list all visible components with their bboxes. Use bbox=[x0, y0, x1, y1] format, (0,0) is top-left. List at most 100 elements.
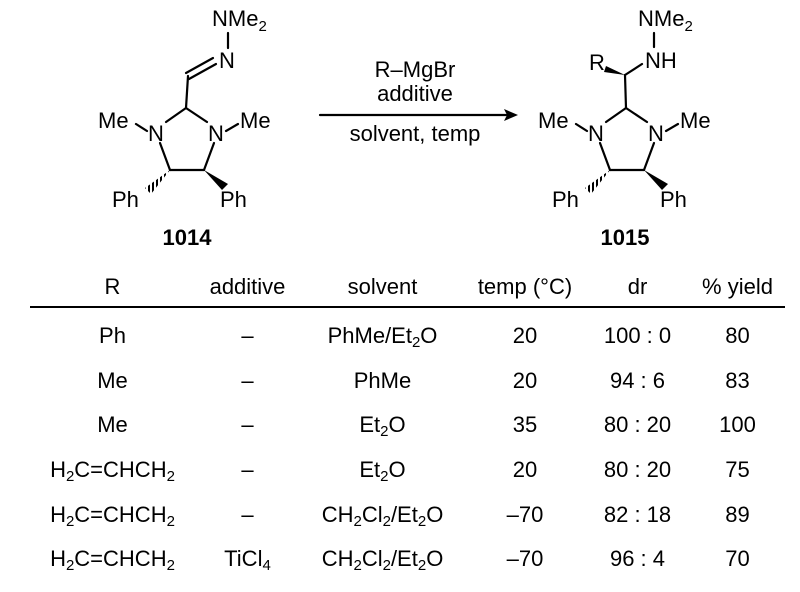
cell-r: H2C=CHCH2 bbox=[50, 457, 175, 486]
table-row: Me – Et2O 35 80 : 20 100 bbox=[30, 403, 785, 448]
bond-n3-c4 bbox=[202, 141, 216, 172]
cell-r: Me bbox=[97, 367, 128, 393]
label-nh-product: NH bbox=[645, 48, 677, 73]
arrow-head-icon bbox=[504, 109, 518, 121]
table-row: H2C=CHCH2 – CH2Cl2/Et2O –70 82 : 18 89 bbox=[30, 492, 785, 537]
cell-additive: – bbox=[241, 501, 254, 527]
hash-bond-ph-left bbox=[145, 170, 170, 194]
table-row: H2C=CHCH2 – Et2O 20 80 : 20 75 bbox=[30, 448, 785, 493]
label-ph-left-product: Ph bbox=[552, 187, 579, 212]
cell-temp: –70 bbox=[506, 501, 544, 527]
cell-solvent: Et2O bbox=[359, 412, 406, 441]
cell-solvent: CH2Cl2/Et2O bbox=[321, 546, 444, 575]
bond-c2-n1-product bbox=[604, 106, 628, 124]
cell-dr: 100 : 0 bbox=[603, 323, 672, 349]
reagent-line-2: additive bbox=[377, 81, 453, 106]
bond-c2-n1 bbox=[164, 106, 188, 124]
cell-solvent: PhMe bbox=[353, 367, 412, 393]
header-yield: % yield bbox=[702, 274, 773, 299]
starting-material-structure: NMe2 N N N Me Me Ph Ph 1014 bbox=[98, 6, 271, 250]
cell-temp: 35 bbox=[512, 412, 538, 438]
header-r: R bbox=[104, 274, 121, 299]
bond-n1-c5-product bbox=[598, 141, 612, 172]
bond-n3-c4-product bbox=[642, 141, 656, 172]
wedge-bond-ph-right-product bbox=[644, 170, 668, 190]
label-ph-right-product: Ph bbox=[660, 187, 687, 212]
bond-n3-me bbox=[224, 122, 240, 133]
cell-solvent: PhMe/Et2O bbox=[327, 323, 438, 352]
cell-additive: – bbox=[241, 323, 254, 349]
label-r-product: R bbox=[589, 50, 605, 75]
bond-c2-n3-product bbox=[624, 106, 649, 124]
cell-temp: 20 bbox=[512, 457, 538, 483]
bond-ch-c2 bbox=[184, 74, 190, 110]
cell-dr: 96 : 4 bbox=[609, 546, 666, 572]
cell-yield: 75 bbox=[725, 457, 750, 483]
compound-number-product: 1015 bbox=[601, 225, 650, 250]
results-table: R additive solvent temp (°C) dr % yield … bbox=[30, 268, 785, 582]
label-me-left-product: Me bbox=[538, 108, 569, 133]
reagent-line-3: solvent, temp bbox=[350, 121, 481, 146]
cell-temp: 20 bbox=[512, 367, 538, 393]
results-table-container: R additive solvent temp (°C) dr % yield … bbox=[30, 268, 785, 582]
cell-yield: 70 bbox=[725, 546, 750, 572]
cell-r: Ph bbox=[99, 323, 126, 349]
bond-n1-c5 bbox=[158, 141, 172, 172]
table-row: Ph – PhMe/Et2O 20 100 : 0 80 bbox=[30, 307, 785, 359]
cell-additive: – bbox=[241, 367, 254, 393]
cell-yield: 100 bbox=[719, 412, 756, 438]
bond-n1-me-product bbox=[574, 122, 589, 133]
cell-r: H2C=CHCH2 bbox=[50, 546, 175, 575]
hash-bond-ph-left-product bbox=[585, 170, 610, 194]
cell-dr: 80 : 20 bbox=[603, 412, 672, 438]
header-temp: temp (°C) bbox=[477, 274, 573, 299]
label-ph-left-start: Ph bbox=[112, 187, 139, 212]
cell-dr: 82 : 18 bbox=[603, 501, 672, 527]
table-header-row: R additive solvent temp (°C) dr % yield bbox=[30, 268, 785, 307]
reagent-line-1: R–MgBr bbox=[375, 57, 456, 82]
table-row: H2C=CHCH2 TiCl4 CH2Cl2/Et2O –70 96 : 4 70 bbox=[30, 537, 785, 582]
label-me-right-start: Me bbox=[240, 108, 271, 133]
cell-solvent: CH2Cl2/Et2O bbox=[321, 501, 444, 530]
label-nme2-product: NMe2 bbox=[638, 6, 693, 35]
bond-ch-nh bbox=[623, 62, 644, 77]
wedge-bond-ph-right bbox=[204, 170, 228, 190]
label-n3-product: N bbox=[648, 121, 664, 146]
label-nme2-start: NMe2 bbox=[212, 6, 267, 35]
cell-yield: 89 bbox=[725, 501, 750, 527]
table-row: Me – PhMe 20 94 : 6 83 bbox=[30, 359, 785, 404]
cell-yield: 83 bbox=[725, 367, 750, 393]
cell-solvent: Et2O bbox=[359, 457, 406, 486]
cell-temp: 20 bbox=[512, 323, 538, 349]
product-structure: NMe2 NH R N N Me Me Ph Ph 1015 bbox=[538, 6, 711, 250]
cell-additive: TiCl4 bbox=[224, 546, 271, 575]
cell-additive: – bbox=[241, 412, 254, 438]
cell-temp: –70 bbox=[506, 546, 544, 572]
cell-additive: – bbox=[241, 457, 254, 483]
bond-c-n-double-1 bbox=[187, 62, 218, 81]
reaction-scheme: NMe2 N N N Me Me Ph Ph 1014 R–MgBr bbox=[98, 6, 711, 250]
header-additive: additive bbox=[209, 274, 286, 299]
compound-number-start: 1014 bbox=[163, 225, 213, 250]
wedge-bond-r bbox=[604, 66, 625, 75]
bond-n3-me-product bbox=[664, 122, 680, 133]
label-imine-n: N bbox=[219, 48, 235, 73]
header-dr: dr bbox=[627, 274, 648, 299]
label-me-right-product: Me bbox=[680, 108, 711, 133]
cell-yield: 80 bbox=[725, 323, 750, 349]
label-me-left-start: Me bbox=[98, 108, 129, 133]
cell-dr: 94 : 6 bbox=[609, 367, 666, 393]
cell-dr: 80 : 20 bbox=[603, 457, 672, 483]
cell-r: Me bbox=[97, 412, 128, 438]
bond-c2-n3 bbox=[184, 106, 209, 124]
bond-c-n-double-2 bbox=[184, 56, 215, 75]
reaction-arrow-group: R–MgBr additive solvent, temp bbox=[318, 57, 518, 146]
label-ph-right-start: Ph bbox=[220, 187, 247, 212]
bond-n1-me bbox=[134, 122, 149, 133]
bond-ch-c2-product bbox=[623, 73, 628, 110]
label-n3-start: N bbox=[208, 121, 224, 146]
cell-r: H2C=CHCH2 bbox=[50, 501, 175, 530]
header-solvent: solvent bbox=[347, 274, 418, 299]
label-n1-product: N bbox=[588, 121, 604, 146]
